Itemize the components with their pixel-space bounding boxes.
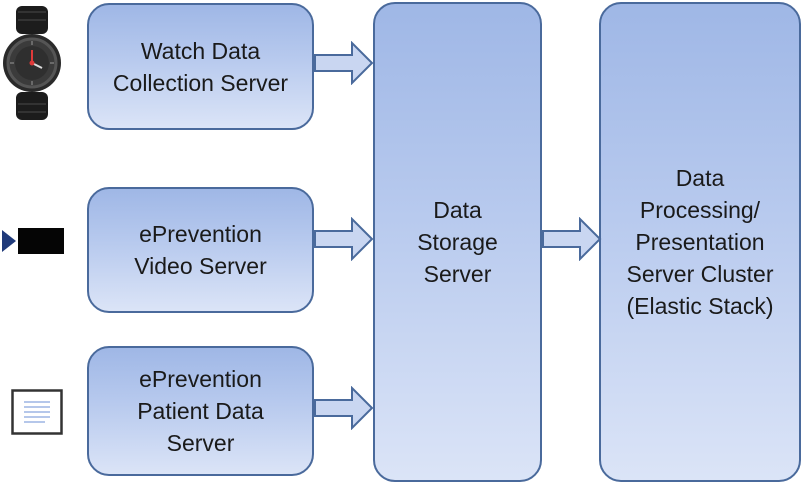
watch-data-collection-server-box: Watch Data Collection Server: [87, 3, 314, 130]
arrow-video-to-storage: [314, 217, 374, 261]
processing-cluster-box: Data Processing/ Presentation Server Clu…: [599, 2, 801, 482]
data-storage-server-box: Data Storage Server: [373, 2, 542, 482]
patient-data-server-box: ePrevention Patient Data Server: [87, 346, 314, 476]
arrow-patient-to-storage: [314, 386, 374, 430]
smartwatch-icon: [2, 6, 62, 125]
patient-server-label: ePrevention Patient Data Server: [137, 366, 264, 456]
video-server-box: ePrevention Video Server: [87, 187, 314, 313]
arrow-watch-to-storage: [314, 41, 374, 85]
arrow-storage-to-processing: [542, 217, 602, 261]
processing-cluster-label: Data Processing/ Presentation Server Clu…: [626, 165, 774, 319]
storage-server-label: Data Storage Server: [417, 197, 498, 287]
watch-server-label: Watch Data Collection Server: [112, 37, 289, 96]
document-icon: [11, 389, 63, 440]
video-server-label: ePrevention Video Server: [134, 221, 267, 279]
video-camera-icon: [2, 226, 66, 261]
